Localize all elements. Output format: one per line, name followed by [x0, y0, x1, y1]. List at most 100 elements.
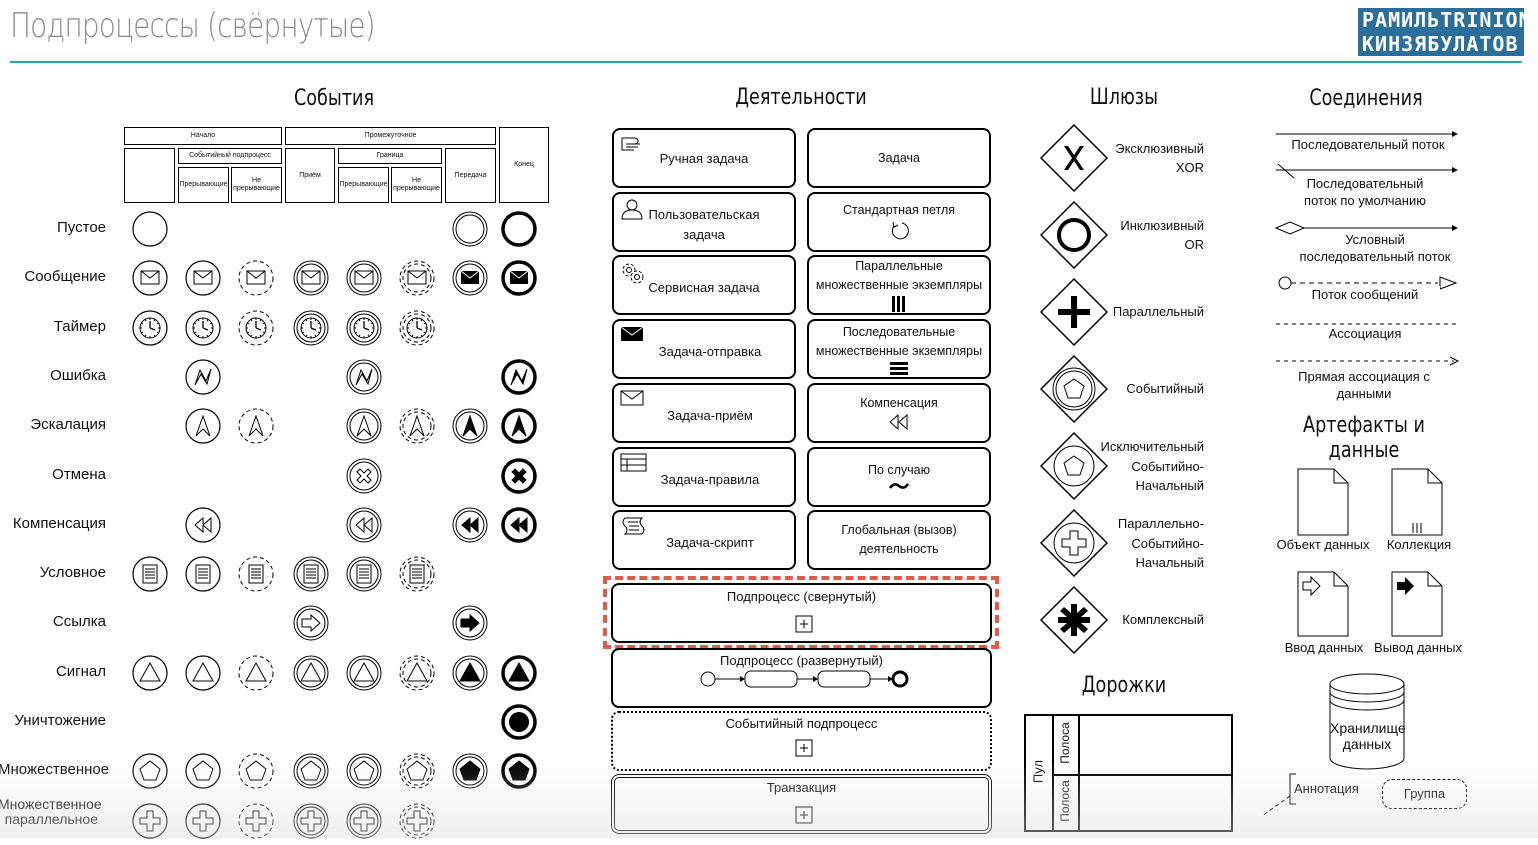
signal-triangle-icon — [451, 654, 488, 691]
data-store-icon — [1329, 673, 1405, 770]
clock-icon — [345, 309, 382, 346]
event-row-label: Множественное параллельное — [0, 795, 102, 827]
pentagon-icon — [398, 752, 435, 789]
event-row-label: Сообщение — [24, 268, 106, 286]
header-start: Начало — [124, 127, 282, 145]
data-input-icon — [1297, 571, 1349, 637]
gateway-circle — [1039, 200, 1109, 270]
plus-icon — [237, 802, 274, 839]
pool-label: Пул — [1030, 759, 1046, 784]
lane-1-header: Полоса — [1052, 716, 1080, 776]
clock-icon — [398, 309, 435, 346]
pentagon-icon — [292, 752, 329, 789]
none-event-icon — [131, 210, 168, 247]
header-end: Конец — [499, 127, 549, 203]
section-connections-heading: Соединения — [1309, 86, 1423, 111]
cancel-x-icon — [500, 457, 537, 494]
envelope-icon — [292, 259, 329, 296]
activity-type-box[interactable]: Стандартная петля — [807, 191, 991, 252]
header-noninterrupting-1: Не прерывающие — [231, 167, 282, 203]
gateway-x — [1039, 123, 1109, 193]
transaction-label: Транзакция — [766, 780, 837, 795]
transaction-subprocess[interactable]: Транзакция — [611, 774, 992, 834]
clock-icon — [237, 309, 274, 346]
signal-triangle-icon — [398, 654, 435, 691]
task-envelope-filled[interactable]: Задача-отправка — [612, 319, 796, 380]
event-row-label: Сигнал — [55, 662, 106, 680]
signal-triangle-icon — [500, 654, 537, 691]
pentagon-icon — [451, 752, 488, 789]
activity-type-label: Компенсация — [860, 396, 938, 411]
data-output-icon — [1391, 571, 1443, 637]
connection-sequence-label: Последовательный поток — [1291, 137, 1445, 152]
group-shape: Группа — [1382, 779, 1467, 809]
header-catch: Приём — [285, 148, 335, 203]
compensation-rewind-icon — [345, 506, 382, 543]
gateway-label: Событийный — [1126, 381, 1204, 396]
lane-1-label: Полоса — [1058, 722, 1072, 764]
compensation-rewind-icon — [184, 506, 221, 543]
section-events-heading: События — [293, 86, 375, 111]
subprocess-expanded[interactable]: Подпроцесс (развернутый) — [611, 648, 992, 708]
plus-icon — [292, 802, 329, 839]
task-table[interactable]: Задача-правила — [612, 446, 796, 507]
event-row-label: Компенсация — [12, 514, 106, 532]
plus-icon — [131, 802, 168, 839]
event-subprocess-label: Событийный подпроцесс — [725, 716, 878, 731]
activity-type-box[interactable]: По случаю — [807, 446, 991, 507]
activity-type-label: Глобальная (вызов) деятельность — [841, 523, 957, 557]
page-title: Подпроцессы (свёрнутые) — [10, 6, 376, 46]
group-label: Группа — [1403, 786, 1446, 801]
envelope-icon — [237, 259, 274, 296]
connection-default-label: Последовательный поток по умолчанию — [1304, 176, 1426, 208]
event-row-label: Эскалация — [30, 416, 106, 434]
activity-type-box[interactable]: Глобальная (вызов) деятельность — [807, 510, 991, 571]
task-hand[interactable]: Ручная задача — [612, 128, 796, 188]
gateway-label: Исключительный Событийно-Начальный — [1100, 439, 1204, 493]
gateway-label: Параллельный — [1112, 304, 1204, 319]
error-bolt-icon — [345, 358, 382, 395]
hand-icon — [620, 134, 646, 158]
task-user[interactable]: Пользовательская задача — [612, 191, 796, 252]
table-icon — [620, 453, 648, 479]
pentagon-icon — [237, 752, 274, 789]
activity-type-box[interactable]: Последовательные множественные экземпляр… — [807, 319, 991, 380]
header-noninterrupting-2: Не прерывающие — [391, 167, 442, 203]
collection-icon — [1391, 468, 1443, 536]
activity-type-box[interactable]: Компенсация — [807, 382, 991, 443]
gateway-label: Инклюзивный OR — [1120, 217, 1204, 253]
gateway-asterisk — [1039, 585, 1109, 655]
event-subprocess[interactable]: Событийный подпроцесс — [611, 711, 992, 771]
task-gears[interactable]: Сервисная задача — [612, 255, 796, 316]
conditional-doc-icon — [237, 555, 274, 592]
compensation-icon — [888, 413, 910, 431]
activity-type-box[interactable]: Параллельные множественные экземпляры — [807, 255, 991, 316]
section-gateways-heading: Шлюзы — [1089, 85, 1159, 110]
task-label: Сервисная задача — [648, 280, 760, 296]
event-row-label: Множественное — [0, 761, 110, 779]
script-icon — [620, 516, 646, 542]
subprocess-expanded-label: Подпроцесс (развернутый) — [720, 653, 883, 668]
plus-icon — [184, 802, 221, 839]
logo-line-1: РАМИЛЬTRINION — [1358, 8, 1524, 32]
conditional-doc-icon — [398, 555, 435, 592]
gateway-label: Эксклюзивный XOR — [1115, 140, 1204, 176]
collection-label: Коллекция — [1386, 537, 1452, 552]
activity-type-label: По случаю — [867, 463, 931, 477]
task-script[interactable]: Задача-скрипт — [612, 510, 796, 571]
subprocess-collapsed[interactable]: Подпроцесс (свернутый) — [611, 583, 992, 643]
gateway-label: Комплексный — [1122, 612, 1204, 627]
gateway-plus — [1039, 508, 1109, 578]
subprocess-collapsed-label: Подпроцесс (свернутый) — [726, 589, 877, 604]
lane-2-label: Полоса — [1058, 780, 1072, 822]
activity-type-label: Параллельные множественные экземпляры — [815, 259, 983, 293]
activity-type-box[interactable]: Задача — [807, 128, 991, 188]
task-envelope[interactable]: Задача-приём — [612, 382, 796, 443]
escalation-arrow-icon — [237, 407, 274, 444]
error-bolt-icon — [184, 358, 221, 395]
parallel-bars-icon — [891, 295, 907, 313]
task-label: Задача-правила — [660, 471, 760, 487]
escalation-arrow-icon — [184, 407, 221, 444]
cancel-x-icon — [345, 457, 382, 493]
data-object-icon — [1297, 468, 1349, 536]
